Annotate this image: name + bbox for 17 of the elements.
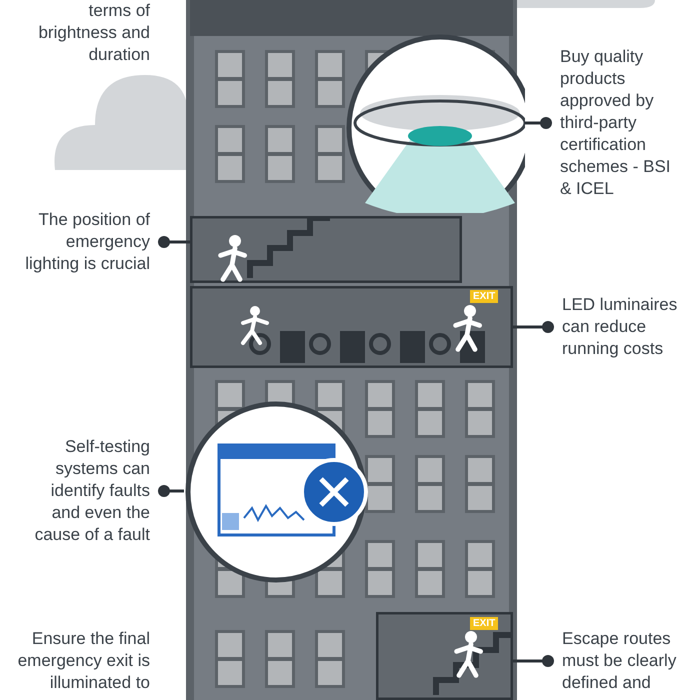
exit-sign: EXIT (470, 617, 498, 630)
control-panel-zoom-drawing (184, 400, 368, 584)
office-floor-drawing (190, 286, 513, 368)
callout-text: Escape routes must be clearly defined and (562, 628, 692, 694)
callout-text: Ensure the final emergency exit is illuminated to (10, 628, 150, 694)
callout-text: Self-testing systems can identify faults and even the cause of a fault (20, 436, 150, 546)
stairwell-drawing (190, 216, 462, 283)
callout-text: LED luminaires can reduce running costs (562, 294, 692, 360)
leader-line (158, 485, 184, 497)
exit-sign: EXIT (470, 290, 498, 303)
callout-text: The position of emergency lighting is crucial (10, 209, 150, 275)
leader-line (158, 236, 190, 248)
callout-text: terms of brightness and duration (22, 0, 150, 66)
stairwell-exit-drawing (376, 612, 513, 700)
luminaire-zoom-drawing (345, 33, 525, 213)
callout-text: Buy quality products approved by third-party certification schemes - BSI & ICEL (560, 46, 672, 200)
leader-line (525, 117, 552, 129)
